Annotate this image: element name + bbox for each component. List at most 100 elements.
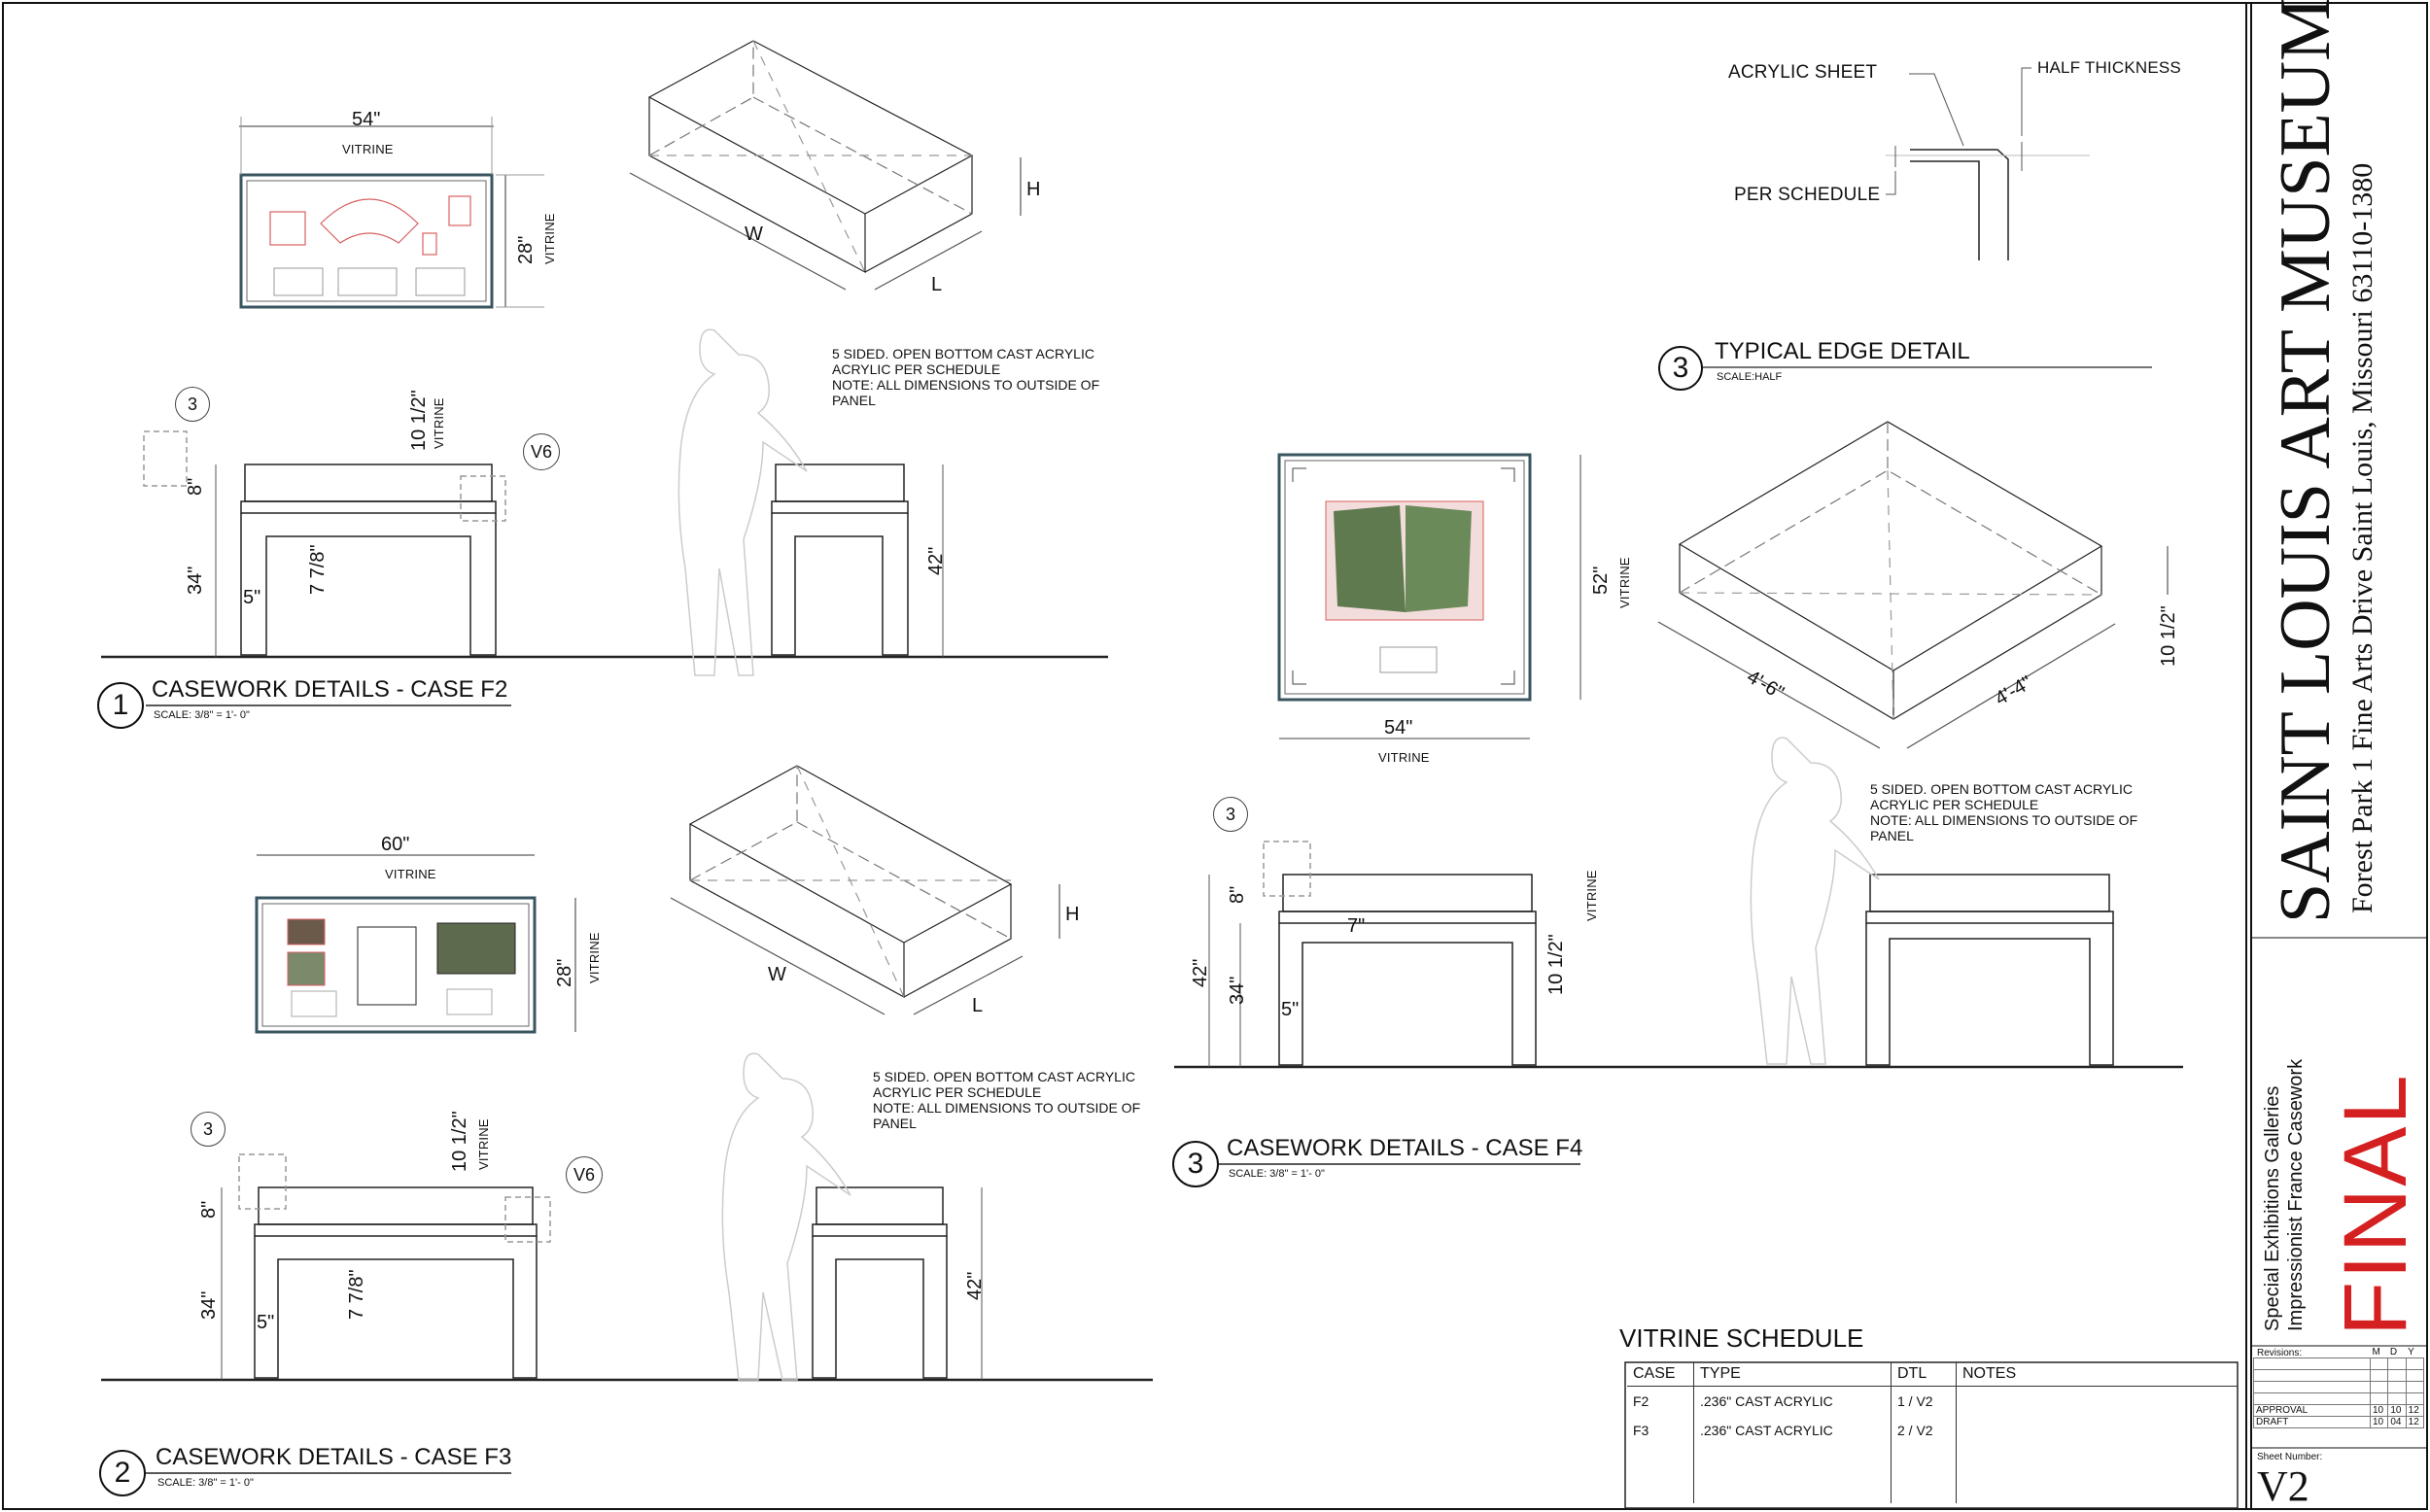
- detail1-plan-artworks: [269, 195, 471, 256]
- detail2-dim-10-half: 10 1/2": [449, 1111, 470, 1172]
- detail2-ref-tag-3[interactable]: 3: [191, 1112, 226, 1147]
- rev-d: 04: [2387, 1416, 2407, 1428]
- rev-y: 12: [2405, 1404, 2425, 1417]
- detail2-iso-w: W: [768, 964, 786, 985]
- edge-acrylic-sheet-label: ACRYLIC SHEET: [1728, 62, 1878, 83]
- revisions-table: M D Y APPROVAL 10 10 12 DRAFT 10 04 12: [2253, 1347, 2425, 1428]
- detail3-dim-10-half: 10 1/2": [1545, 934, 1567, 995]
- edge-detail-drawing: [1658, 67, 2152, 368]
- detail2-iso-box: [670, 765, 1060, 1015]
- detail2-title: CASEWORK DETAILS - CASE F3: [156, 1444, 512, 1470]
- detail3-plan-vitrine-label: VITRINE: [1378, 750, 1430, 765]
- person-silhouette-1: [677, 328, 808, 676]
- table-row: [1627, 1474, 2238, 1503]
- detail1-plan-depth-vitrine: VITRINE: [542, 213, 557, 264]
- edge-detail-title: TYPICAL EDGE DETAIL: [1715, 338, 1970, 364]
- detail3-plan-width: 54": [1384, 717, 1413, 739]
- detail2-number-bubble: 2: [99, 1450, 146, 1496]
- detail3-iso-height: 10 1/2": [2158, 605, 2179, 667]
- detail3-plan-book: [1325, 500, 1484, 673]
- detail2-dim-7-7-8: 7 7/8": [346, 1269, 367, 1320]
- rev-col-y: Y: [2408, 1347, 2414, 1357]
- schedule-dtl: 2 / V2: [1891, 1416, 1957, 1445]
- detail1-elev-vitrine: VITRINE: [432, 397, 446, 449]
- detail3-dim-42: 42": [1190, 958, 1211, 987]
- detail2-plan-vitrine-label: VITRINE: [385, 867, 436, 881]
- detail3-number-bubble: 3: [1172, 1141, 1219, 1187]
- detail1-iso-box: [629, 40, 1022, 291]
- detail1-plan-depth: 28": [515, 235, 537, 264]
- rev-d: 10: [2387, 1404, 2407, 1417]
- titleblock-sheet-number-label: Sheet Number:: [2257, 1452, 2323, 1462]
- detail2-plan-depth: 28": [554, 958, 575, 987]
- detail2-iso-l: L: [972, 995, 984, 1016]
- rev-y: 12: [2405, 1416, 2425, 1428]
- detail1-dim-10-half: 10 1/2": [408, 390, 430, 451]
- table-row: APPROVAL 10 10 12: [2253, 1404, 2425, 1417]
- rev-m: 10: [2369, 1416, 2389, 1428]
- titleblock-address: Forest Park 1 Fine Arts Drive Saint Loui…: [2346, 162, 2378, 913]
- table-row: [1627, 1445, 2238, 1474]
- detail1-ref-tag-3[interactable]: 3: [175, 387, 210, 422]
- detail3-ref-tag-3[interactable]: 3: [1213, 797, 1248, 832]
- titleblock-sheet-number: V2: [2257, 1462, 2309, 1510]
- detail2-plan: [255, 896, 537, 1034]
- detail2-dim-34: 34": [198, 1290, 220, 1320]
- detail2-dim-8: 8": [198, 1200, 220, 1219]
- detail2-scale: SCALE: 3/8" = 1'- 0": [157, 1477, 254, 1489]
- edge-half-thickness-label: HALF THICKNESS: [2037, 58, 2181, 77]
- rev-m: 10: [2369, 1404, 2389, 1417]
- detail1-scale: SCALE: 3/8" = 1'- 0": [154, 709, 250, 721]
- schedule-dtl: 1 / V2: [1891, 1386, 1957, 1416]
- rev-label: DRAFT: [2253, 1416, 2371, 1428]
- schedule-col-notes: NOTES: [1956, 1362, 2238, 1387]
- edge-per-schedule-label: PER SCHEDULE: [1734, 185, 1881, 205]
- titleblock-revisions-label: Revisions:: [2257, 1348, 2303, 1358]
- detail3-dim-5: 5": [1281, 999, 1300, 1020]
- person-silhouette-2: [721, 1052, 851, 1381]
- detail1-dim-34: 34": [185, 566, 206, 595]
- rev-label: APPROVAL: [2253, 1404, 2371, 1417]
- detail3-iso-box: [1657, 421, 2169, 749]
- schedule-type: .236" CAST ACRYLIC: [1693, 1386, 1892, 1416]
- detail3-elevation: [1174, 841, 2183, 1069]
- titleblock-project: Special Exhibitions Galleries Impression…: [2262, 1058, 2307, 1331]
- schedule-header-row: CASE TYPE DTL NOTES: [1627, 1362, 2238, 1387]
- detail1-plan-vitrine-label: VITRINE: [342, 142, 394, 156]
- detail1-plan: [239, 173, 494, 309]
- rev-col-d: D: [2389, 1347, 2398, 1357]
- detail1-dim-8: 8": [185, 477, 206, 496]
- detail2-elev-vitrine: VITRINE: [476, 1118, 491, 1170]
- detail1-dim-42: 42": [925, 546, 947, 575]
- detail3-plan-depth: 52": [1590, 566, 1612, 595]
- detail1-title: CASEWORK DETAILS - CASE F2: [152, 676, 508, 703]
- edge-detail-number-bubble: 3: [1658, 346, 1703, 391]
- vitrine-schedule-table: CASE TYPE DTL NOTES F2 .236" CAST ACRYLI…: [1627, 1362, 2238, 1503]
- titleblock-museum-name: SAINT LOUIS ART MUSEUM: [2266, 0, 2345, 923]
- detail2-ref-tag-v6[interactable]: V6: [566, 1156, 603, 1193]
- detail1-iso-w: W: [745, 223, 763, 245]
- detail2-elevation: [101, 1153, 1153, 1382]
- detail3-dim-34: 34": [1227, 976, 1248, 1005]
- schedule-notes: [1957, 1387, 2239, 1417]
- detail3-scale: SCALE: 3/8" = 1'- 0": [1229, 1168, 1325, 1180]
- detail1-dim-7-7-8: 7 7/8": [307, 544, 329, 595]
- schedule-col-case: CASE: [1627, 1362, 1694, 1387]
- detail1-iso-l: L: [931, 274, 943, 295]
- schedule-case: F2: [1627, 1386, 1694, 1416]
- schedule-notes: [1957, 1416, 2239, 1445]
- detail3-dim-7: 7": [1347, 915, 1366, 937]
- table-row: F3 .236" CAST ACRYLIC 2 / V2: [1627, 1416, 2238, 1445]
- detail1-dim-5: 5": [243, 587, 261, 608]
- detail2-plan-artworks: [287, 918, 516, 1017]
- detail2-dim-5: 5": [257, 1312, 275, 1333]
- detail1-ref-tag-v6[interactable]: V6: [523, 433, 560, 470]
- detail2-iso-h: H: [1065, 904, 1080, 925]
- titleblock-status: FINAL: [2326, 1073, 2425, 1336]
